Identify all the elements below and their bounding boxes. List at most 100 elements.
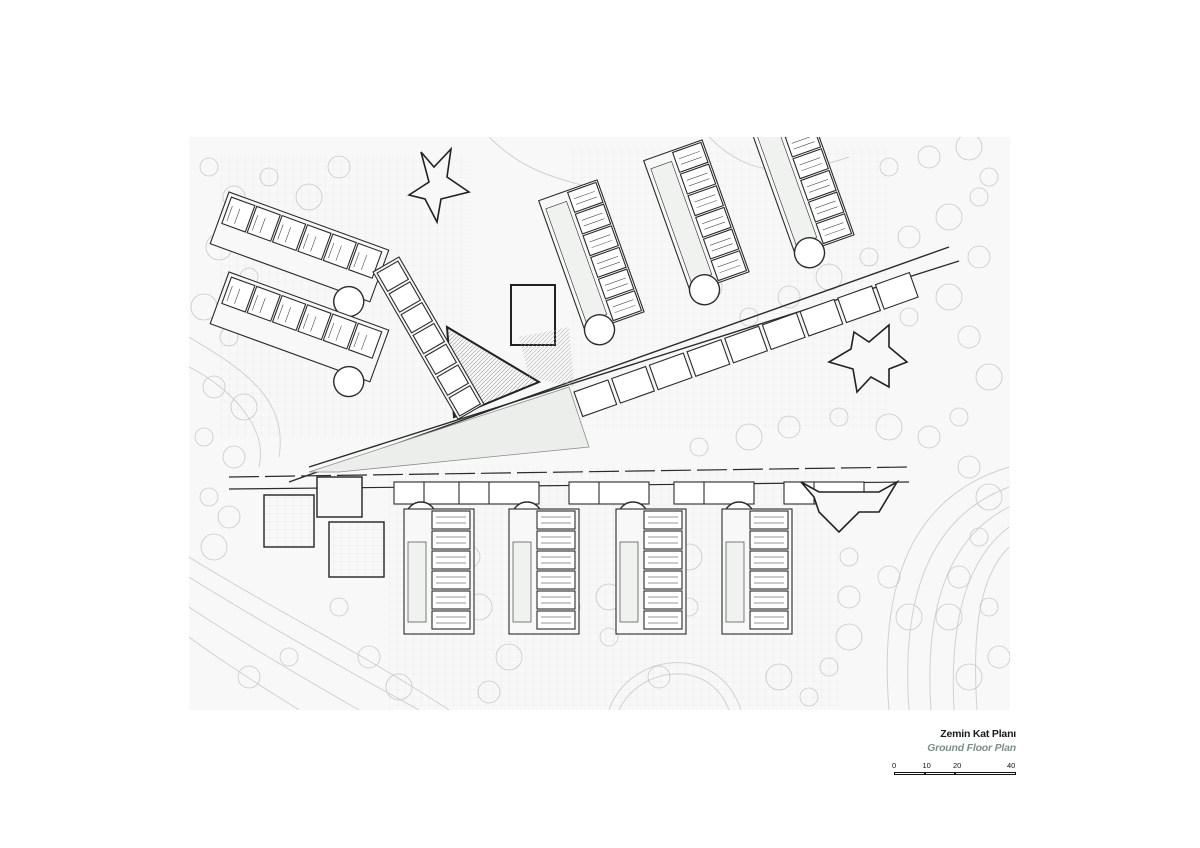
stair-drum bbox=[583, 314, 616, 346]
stair-drum bbox=[793, 237, 826, 269]
room bbox=[573, 379, 618, 418]
room bbox=[686, 338, 731, 377]
desk-row bbox=[694, 194, 716, 203]
tree bbox=[194, 427, 214, 447]
tree bbox=[739, 307, 759, 327]
tree bbox=[777, 285, 801, 309]
tree bbox=[979, 597, 999, 617]
room bbox=[376, 260, 410, 293]
desk-row bbox=[604, 277, 626, 286]
desk-row bbox=[597, 256, 619, 264]
tree bbox=[799, 687, 819, 707]
tree bbox=[917, 145, 941, 169]
tree bbox=[599, 627, 619, 647]
tree bbox=[835, 623, 863, 651]
room bbox=[436, 364, 470, 396]
classroom bbox=[643, 590, 683, 610]
scale-tick-label: 10 bbox=[922, 761, 931, 770]
desk-row bbox=[809, 184, 831, 193]
classroom-wing-west bbox=[209, 271, 390, 398]
classroom bbox=[574, 203, 612, 235]
desk-row bbox=[704, 221, 726, 230]
classroom bbox=[792, 148, 830, 180]
classroom-wing-north bbox=[747, 137, 855, 269]
desk-row bbox=[791, 137, 813, 144]
classroom bbox=[643, 610, 683, 630]
classroom bbox=[784, 137, 822, 158]
tree bbox=[947, 565, 971, 589]
room bbox=[424, 343, 458, 376]
desk-row bbox=[575, 196, 597, 205]
classroom bbox=[536, 610, 576, 630]
classroom bbox=[297, 224, 332, 261]
desk-row bbox=[614, 305, 636, 313]
desk-row bbox=[226, 285, 233, 302]
classroom bbox=[221, 276, 256, 313]
floor-plan-svg bbox=[189, 137, 1010, 710]
desk-row bbox=[612, 299, 634, 308]
desk-row bbox=[686, 172, 708, 181]
classroom bbox=[271, 214, 307, 252]
landscape-lines bbox=[189, 137, 1010, 710]
desk-row bbox=[226, 205, 233, 222]
desk-row bbox=[234, 288, 241, 304]
tree bbox=[875, 413, 903, 441]
room bbox=[761, 312, 806, 351]
west-block-b bbox=[328, 521, 385, 578]
tree bbox=[969, 527, 989, 547]
classroom bbox=[536, 530, 576, 550]
tree bbox=[329, 597, 349, 617]
tree bbox=[949, 407, 969, 427]
desk-row bbox=[335, 325, 342, 341]
tree bbox=[859, 247, 879, 267]
tree bbox=[327, 155, 351, 179]
classroom bbox=[687, 185, 725, 217]
classroom bbox=[322, 233, 358, 270]
scale-bar-segment bbox=[894, 772, 925, 775]
star-pavilion-east bbox=[827, 323, 909, 394]
desk-row bbox=[583, 218, 605, 227]
classroom bbox=[643, 570, 683, 590]
room bbox=[568, 481, 650, 505]
room bbox=[837, 285, 882, 324]
classroom bbox=[431, 570, 471, 590]
desk-row bbox=[361, 254, 368, 271]
classroom-wing-north bbox=[642, 139, 750, 306]
desk-row bbox=[353, 252, 360, 268]
tree bbox=[957, 325, 981, 349]
classroom bbox=[807, 191, 845, 223]
desk-row bbox=[717, 259, 739, 268]
desk-row bbox=[284, 307, 291, 323]
title-turkish: Zemin Kat Planı bbox=[940, 728, 1016, 740]
classroom bbox=[749, 590, 789, 610]
tree bbox=[230, 393, 258, 421]
desk-row bbox=[581, 212, 603, 221]
west-block-c bbox=[316, 476, 363, 518]
tree bbox=[295, 183, 323, 211]
tree bbox=[975, 363, 1003, 391]
tree bbox=[955, 663, 983, 691]
wing-corridor bbox=[619, 541, 639, 623]
central-plaza bbox=[308, 386, 590, 473]
desk-row bbox=[252, 295, 259, 311]
tree bbox=[967, 245, 991, 269]
wing-corridor bbox=[725, 541, 745, 623]
classroom bbox=[643, 510, 683, 530]
scale-bar-segment bbox=[955, 772, 1016, 775]
classroom bbox=[679, 163, 717, 195]
scale-tick-label: 20 bbox=[953, 761, 962, 770]
stair-drum bbox=[688, 274, 721, 306]
desk-row bbox=[259, 297, 266, 314]
tree bbox=[202, 375, 226, 399]
room bbox=[610, 365, 656, 404]
desk-row bbox=[688, 178, 710, 187]
room bbox=[400, 301, 434, 334]
tree bbox=[385, 673, 413, 701]
scale-bar-segment bbox=[924, 772, 955, 775]
tree bbox=[200, 533, 228, 561]
desk-row bbox=[277, 304, 284, 320]
wing-corridor bbox=[512, 541, 532, 623]
classroom bbox=[749, 570, 789, 590]
tree bbox=[897, 225, 921, 249]
